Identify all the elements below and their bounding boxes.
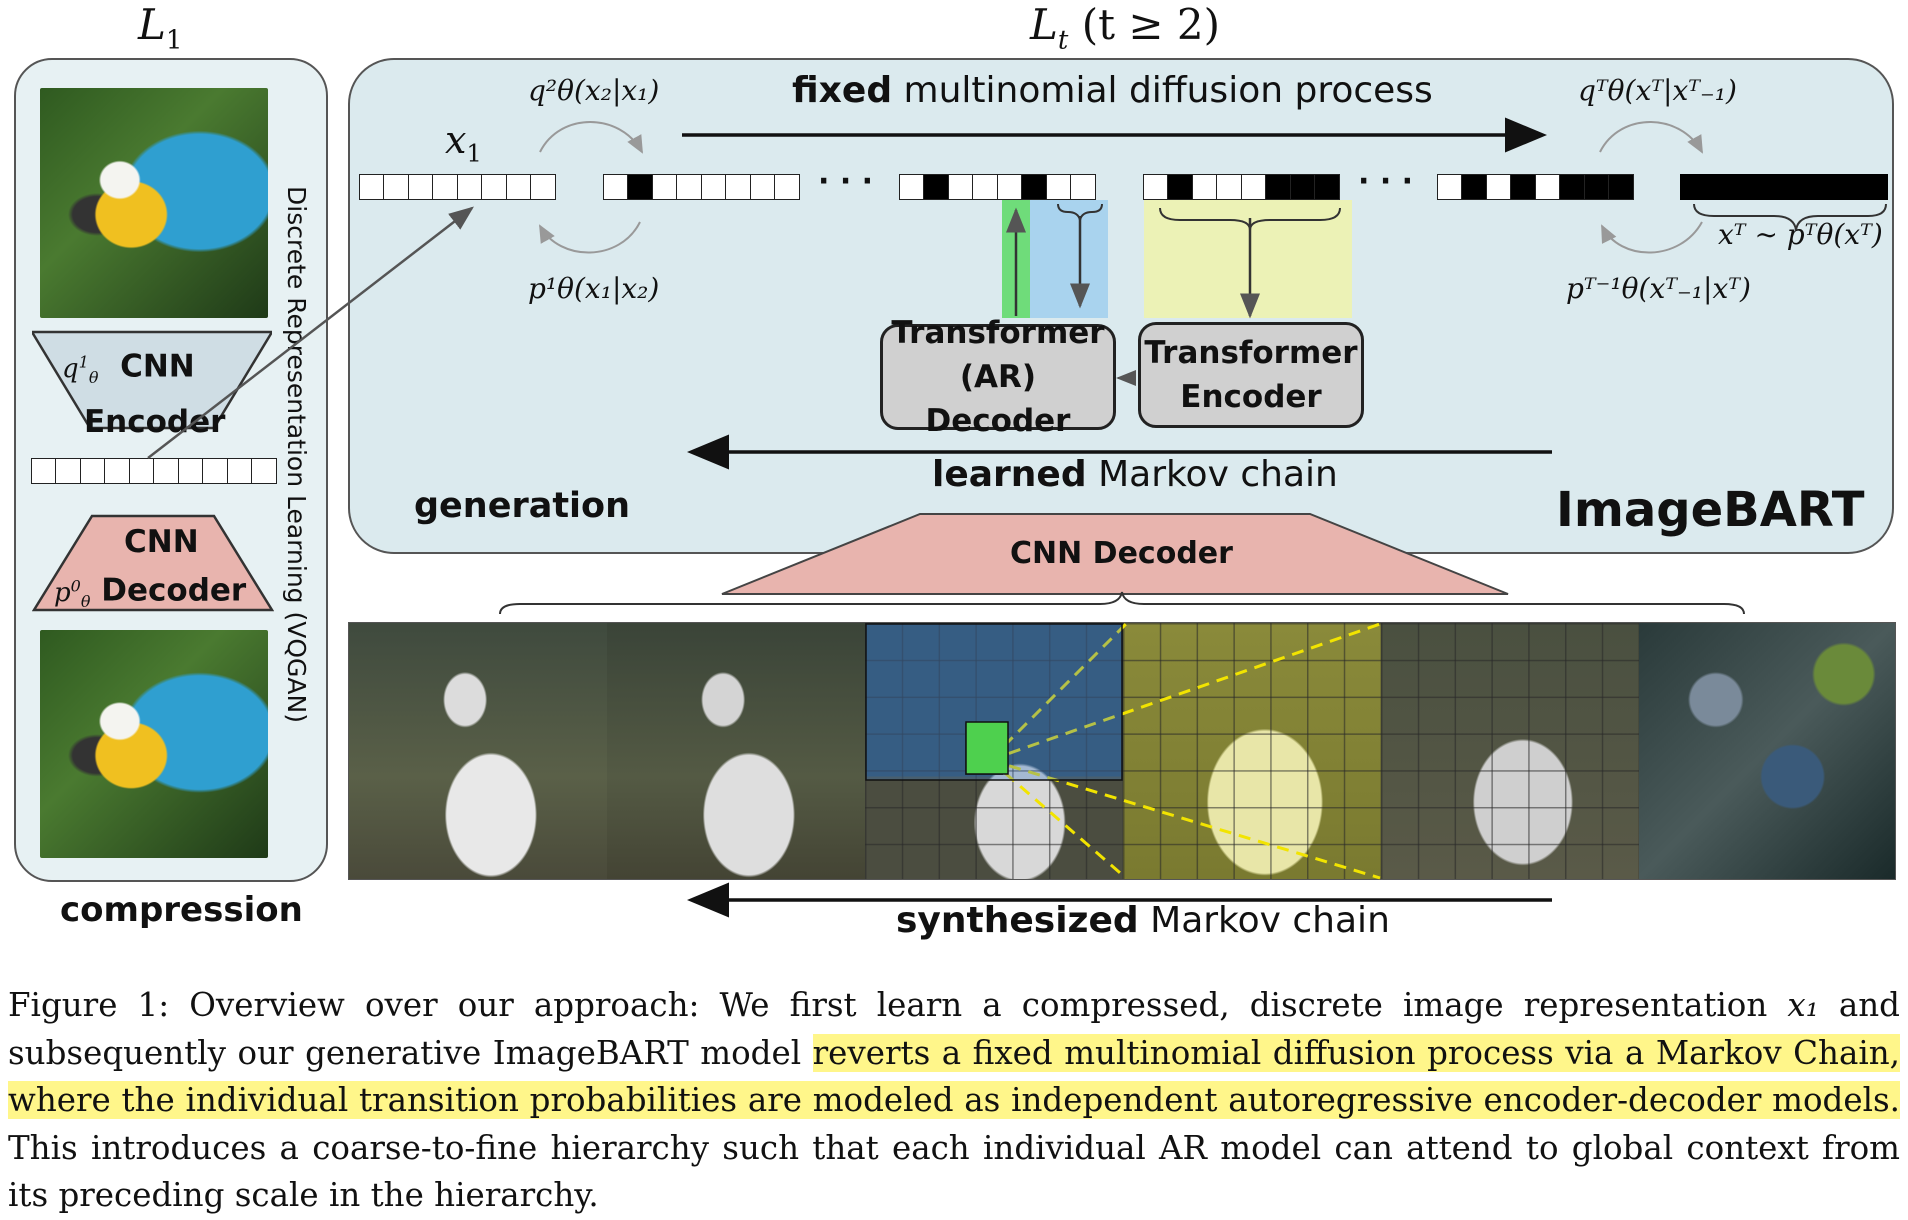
token-row-x1 [358,174,556,200]
ellipsis-1: · · · [818,164,874,199]
imagebart-panel [348,58,1894,554]
fixed-diffusion-label: fixed multinomial diffusion process [792,70,1433,111]
cnn-decoder-trapezoid [721,513,1509,595]
imagebart-title: ImageBART [1556,482,1865,538]
cnn-decoder-label: CNN Decoder [1010,536,1233,571]
cnn-decoder-label: CNN p0θ Decoder [54,524,247,611]
token-row-xT-minus-1 [1436,174,1634,200]
cnn-encoder-shape [32,330,272,430]
q2-transition-label: q²θ(x₂|x₁) [528,74,660,107]
vqgan-vertical-label: Discrete Representation Learning (VQGAN) [282,186,311,723]
qT-transition-label: qᵀθ(xᵀ|xᵀ₋₁) [1578,74,1737,107]
figure-caption: Figure 1: Overview over our approach: We… [8,986,1900,1214]
learned-chain-label: learned Markov chain [932,454,1338,495]
chain-frame-1 [349,623,607,879]
blue-region [1030,200,1108,318]
token-row-xt [1142,174,1340,200]
chain-frame-5 [1381,623,1639,879]
transformer-ar-decoder: Transformer(AR) Decoder [880,315,1116,439]
xT-distribution-label: xᵀ ∼ pᵀθ(xᵀ) [1718,218,1883,251]
x1-label: x1 [445,118,482,168]
cnn-encoder-label: q1θ CNN Encoder [62,348,226,440]
input-parrot-image [40,88,268,318]
synthesized-chain-label: synthesized Markov chain [896,900,1390,941]
synthesized-image-strip [348,622,1896,880]
chain-frame-3 [865,623,1123,879]
chain-frame-4 [1123,623,1381,879]
loss-label-l1: L1 [138,0,183,56]
compression-label: compression [60,890,303,930]
connector-overlay [147,117,1887,918]
pT1-transition-label: pᵀ⁻¹θ(xᵀ₋₁|xᵀ) [1566,272,1751,305]
chain-frame-6 [1639,623,1895,879]
token-row-xt-minus-1 [898,174,1096,200]
loss-label-lt: Lt (t ≥ 2) [1030,0,1220,56]
token-row-xT [1680,174,1888,200]
chain-frame-2 [607,623,865,879]
reconstructed-parrot-image [40,630,268,858]
latent-token-row-left [30,458,277,484]
p1-transition-label: p¹θ(x₁|x₂) [528,272,660,305]
generation-label: generation [414,486,631,526]
ellipsis-2: · · · [1358,164,1414,199]
cnn-decoder-shape [32,514,274,612]
token-row-x2 [602,174,800,200]
